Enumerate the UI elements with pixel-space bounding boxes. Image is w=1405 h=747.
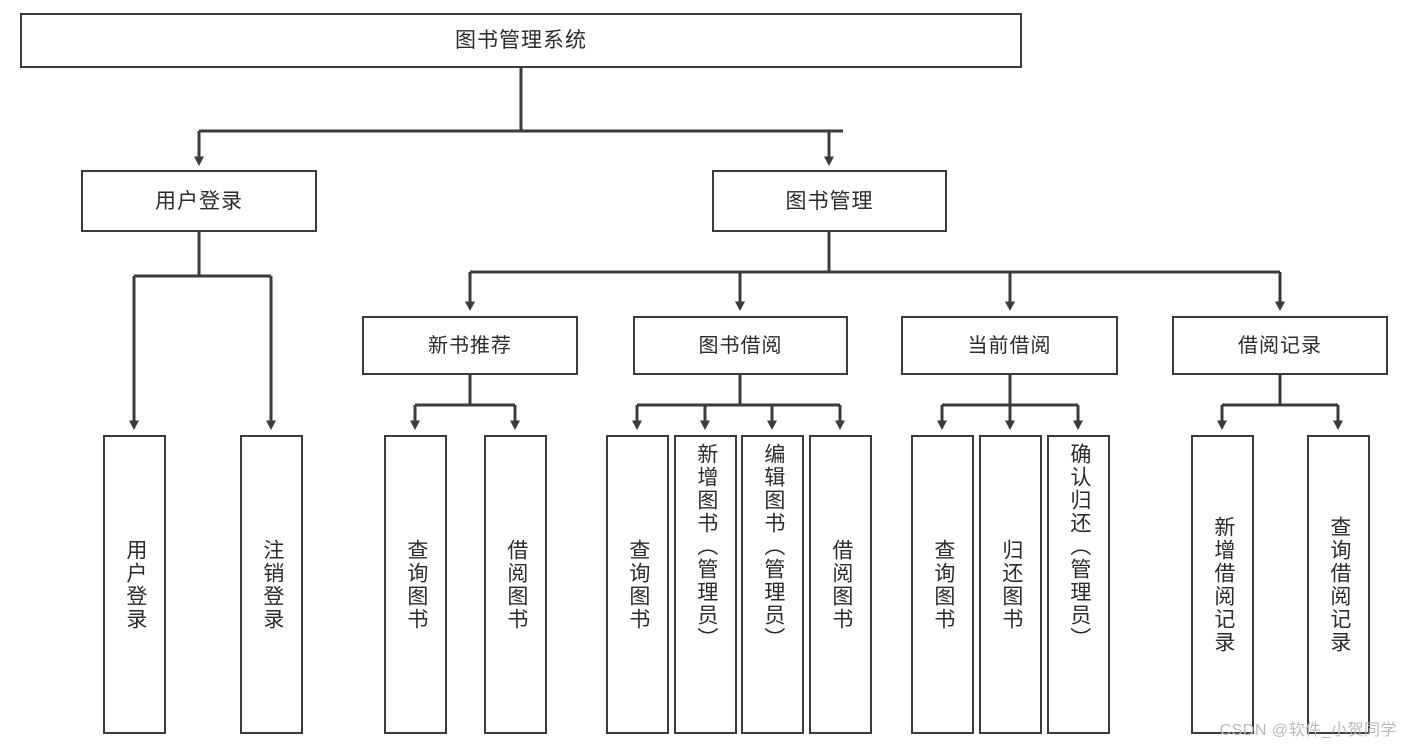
node-book-borrow[interactable]: 图书借阅 xyxy=(633,316,848,375)
node-new-book-recommend[interactable]: 新书推荐 xyxy=(362,316,578,375)
leaf-label: 查询图书 xyxy=(404,538,428,631)
leaf-label: 借阅图书 xyxy=(829,538,853,631)
node-borrow-record[interactable]: 借阅记录 xyxy=(1172,316,1388,375)
leaf-borrow-add-book-admin[interactable]: 新增图书（管理员） xyxy=(674,435,737,734)
leaf-label: 用户登录 xyxy=(123,538,147,631)
node-root-label: 图书管理系统 xyxy=(455,29,587,52)
leaf-borrow-query-book[interactable]: 查询图书 xyxy=(606,435,669,734)
node-book-management[interactable]: 图书管理 xyxy=(712,170,947,232)
leaf-label: 归还图书 xyxy=(999,538,1023,631)
leaf-user-login-login[interactable]: 用户登录 xyxy=(103,435,166,734)
leaf-borrow-edit-book-admin[interactable]: 编辑图书（管理员） xyxy=(741,435,804,734)
leaf-label: 新增图书（管理员） xyxy=(694,443,718,650)
node-root-book-management-system[interactable]: 图书管理系统 xyxy=(20,13,1022,68)
node-user-login-label: 用户登录 xyxy=(155,189,243,213)
node-book-borrow-label: 图书借阅 xyxy=(698,334,783,357)
leaf-label: 查询图书 xyxy=(931,538,955,631)
leaf-label: 确认归还（管理员） xyxy=(1067,443,1091,650)
leaf-label: 查询图书 xyxy=(626,538,650,631)
node-current-borrow-label: 当前借阅 xyxy=(967,334,1052,357)
leaf-label: 借阅图书 xyxy=(504,538,528,631)
watermark-text: CSDN @软件_小贺同学 xyxy=(1219,722,1397,739)
leaf-label: 编辑图书（管理员） xyxy=(761,443,785,650)
leaf-borrow-borrow-book[interactable]: 借阅图书 xyxy=(809,435,872,734)
leaf-record-query-borrow-record[interactable]: 查询借阅记录 xyxy=(1307,435,1370,734)
leaf-record-add-borrow-record[interactable]: 新增借阅记录 xyxy=(1191,435,1254,734)
node-user-login[interactable]: 用户登录 xyxy=(81,170,317,232)
leaf-current-query-book[interactable]: 查询图书 xyxy=(911,435,974,734)
leaf-label: 新增借阅记录 xyxy=(1211,515,1235,654)
node-borrow-record-label: 借阅记录 xyxy=(1238,334,1322,357)
node-book-management-label: 图书管理 xyxy=(785,189,874,213)
node-new-book-recommend-label: 新书推荐 xyxy=(428,334,512,357)
leaf-recommend-query-book[interactable]: 查询图书 xyxy=(384,435,447,734)
leaf-label: 注销登录 xyxy=(260,538,284,631)
leaf-user-login-logout[interactable]: 注销登录 xyxy=(240,435,303,734)
leaf-label: 查询借阅记录 xyxy=(1327,515,1351,654)
leaf-recommend-borrow-book[interactable]: 借阅图书 xyxy=(484,435,547,734)
leaf-current-return-book[interactable]: 归还图书 xyxy=(979,435,1042,734)
leaf-current-confirm-return-admin[interactable]: 确认归还（管理员） xyxy=(1047,435,1110,734)
node-current-borrow[interactable]: 当前借阅 xyxy=(901,316,1118,375)
